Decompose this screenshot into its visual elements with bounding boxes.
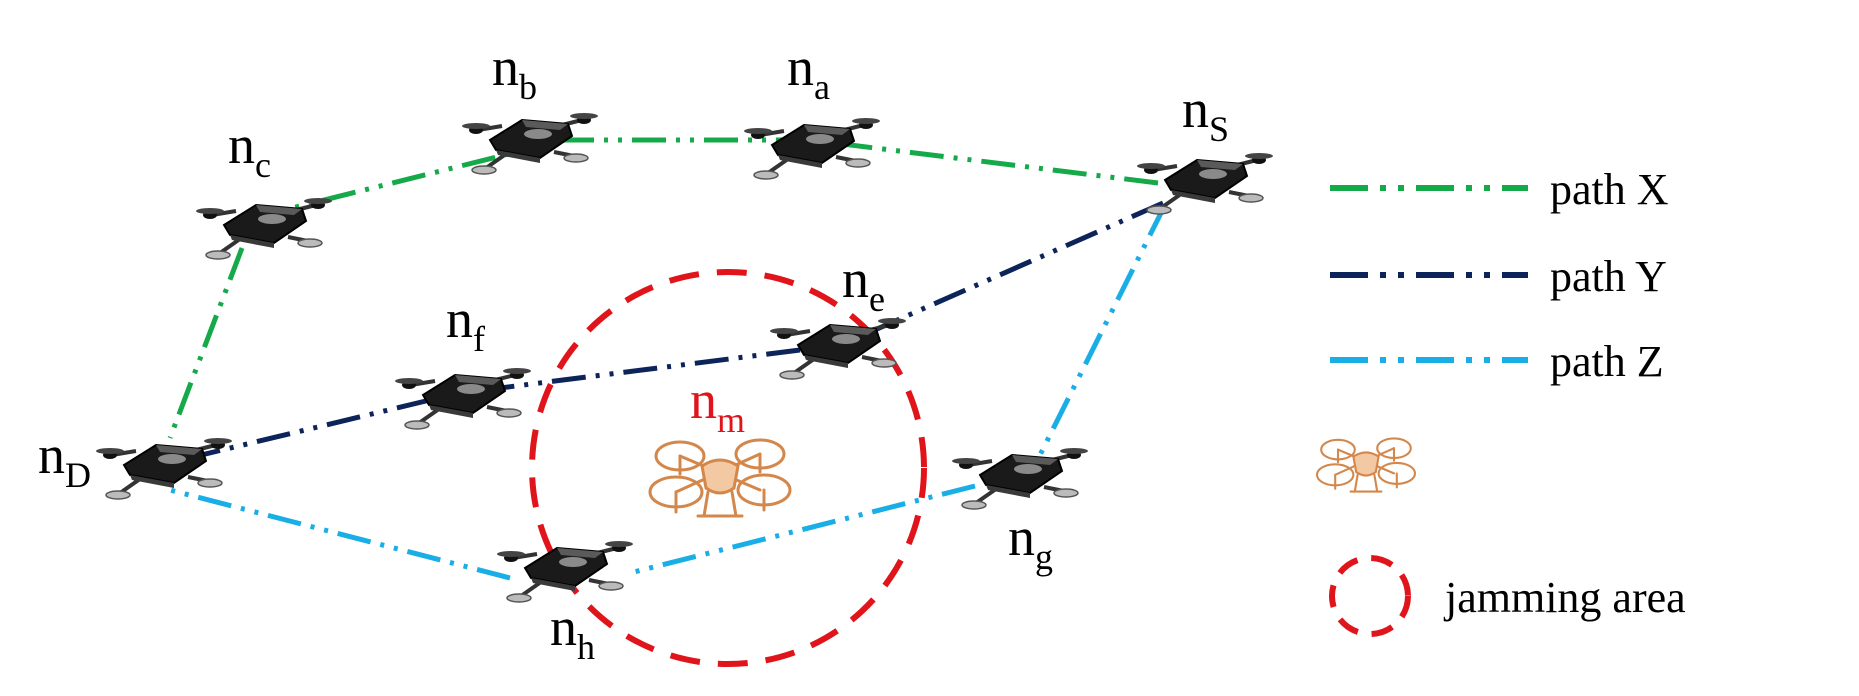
link-ns-ne (866, 200, 1165, 336)
node-label-nd: nD (38, 425, 91, 495)
node-label-na: na (787, 37, 830, 107)
legend-jammer-drone-icon (1315, 437, 1417, 493)
node-label-nm: nm (690, 370, 745, 440)
drone-nf-icon (393, 366, 533, 431)
drone-nc-icon (194, 196, 334, 261)
jammer-drone-icon (648, 438, 792, 518)
legend: path X path Y path Z jamming area (1315, 165, 1686, 637)
legend-jamming-area-icon (1329, 555, 1411, 637)
jamming-area-circle (529, 269, 927, 667)
drone-ne-icon (768, 316, 908, 381)
drone-nh-icon (495, 539, 635, 604)
drone-nb-icon (460, 111, 600, 176)
link-ns-ng (1033, 203, 1168, 465)
legend-path-x-label: path X (1550, 165, 1669, 214)
node-label-nc: nc (228, 115, 271, 185)
node-label-ns: nS (1182, 79, 1229, 149)
path-y-links (167, 200, 1165, 466)
link-ns-na (809, 137, 1159, 186)
link-nf-nd (167, 397, 431, 466)
node-label-ne: ne (842, 249, 885, 319)
node-label-ng: ng (1008, 507, 1053, 577)
link-nh-nd (169, 487, 511, 581)
drone-nd-icon (94, 436, 234, 501)
node-label-nf: nf (446, 289, 485, 359)
legend-path-y-label: path Y (1550, 252, 1667, 301)
node-label-nh: nh (550, 597, 595, 667)
path-x-links (167, 137, 1159, 439)
path-z-links (169, 203, 1168, 581)
drone-ng-icon (950, 446, 1090, 511)
node-label-nb: nb (492, 37, 537, 107)
link-nc-nd (167, 247, 245, 439)
link-ng-nh (629, 483, 976, 576)
link-ne-nf (499, 347, 801, 391)
legend-jamming-area-label: jamming area (1443, 573, 1686, 622)
legend-path-z-label: path Z (1550, 337, 1664, 386)
